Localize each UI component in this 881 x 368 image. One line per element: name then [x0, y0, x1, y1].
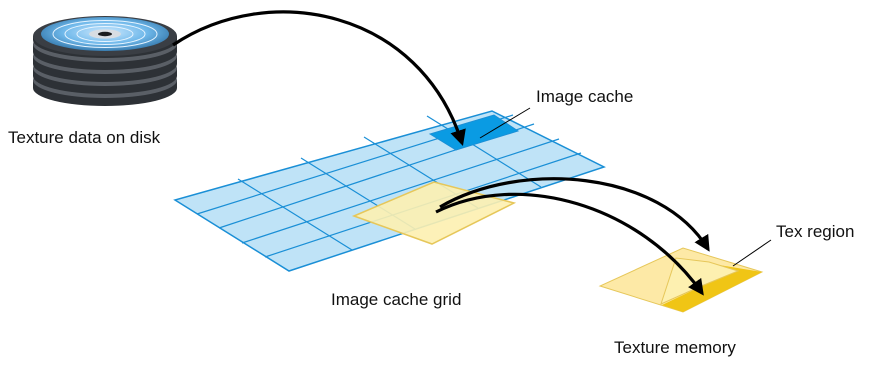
arrow-grid-to-tex-upper [439, 177, 710, 252]
image-cache-leader [479, 107, 531, 139]
disk-label: Texture data on disk [8, 128, 161, 147]
image-cache-grid-label: Image cache grid [331, 290, 462, 309]
flow-arrows [172, 10, 710, 296]
texture-memory [598, 247, 764, 313]
tex-region-leader [732, 239, 772, 267]
image-cache-grid [173, 110, 606, 272]
disk-top-surface [33, 16, 177, 56]
disk-icon [33, 16, 177, 106]
image-cache-label: Image cache [536, 87, 634, 106]
tex-region-label: Tex region [776, 222, 855, 241]
texture-memory-label: Texture memory [614, 338, 736, 357]
arrow-disk-to-cache [172, 10, 466, 147]
arrow-grid-to-tex-lower [435, 192, 704, 296]
grid-surface [173, 110, 606, 272]
